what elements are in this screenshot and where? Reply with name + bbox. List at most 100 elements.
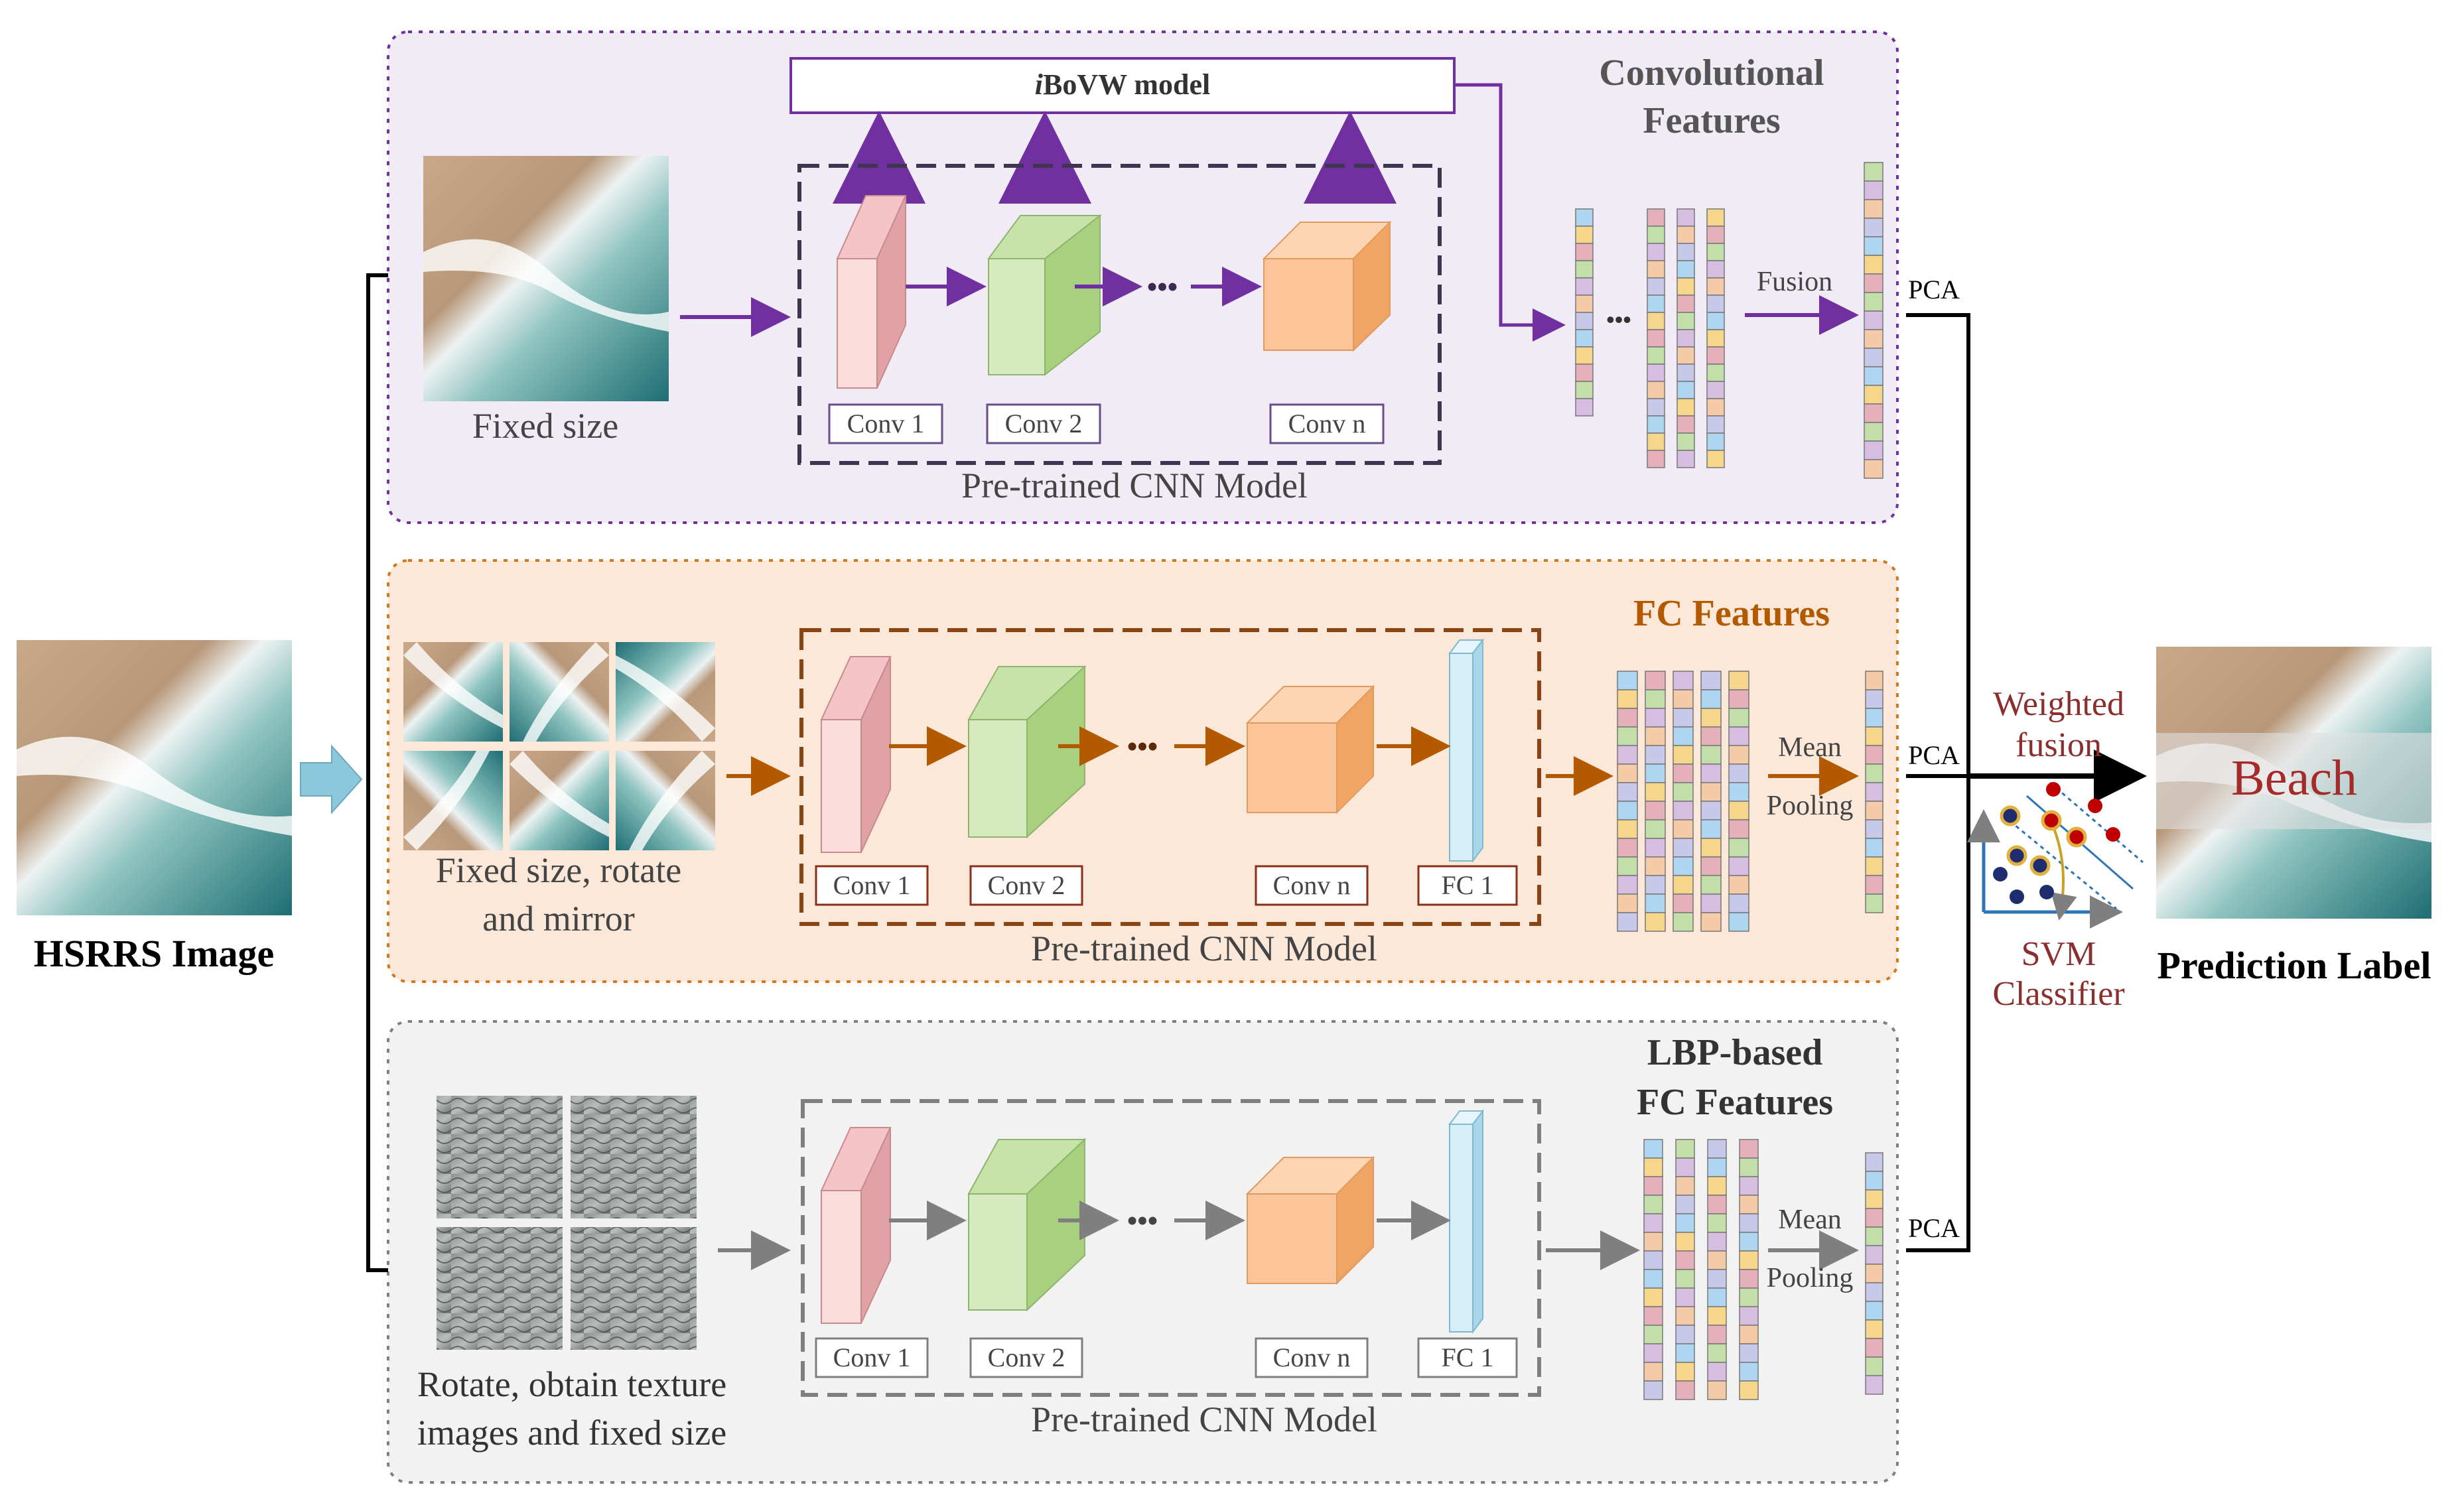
branch-bracket	[366, 273, 388, 1272]
fusion-label-line1: Weighted	[1993, 685, 2124, 723]
fc-vector-column	[1728, 671, 1749, 932]
lbp-model-label: Pre-trained CNN Model	[1031, 1400, 1377, 1439]
fc-vector-column	[1617, 671, 1638, 932]
lbp-layer-2-label-box	[969, 1337, 1083, 1378]
fc-input-caption-line2: and mirror	[482, 899, 634, 939]
fc-input-caption-line1: Fixed size, rotate	[436, 850, 681, 890]
fc-augmented-images	[403, 642, 715, 850]
conv-model-box	[797, 164, 1442, 465]
conv-vector-column	[1575, 208, 1594, 417]
lbp-feature-vectors	[1643, 1139, 1759, 1400]
conv-vector-column	[1647, 208, 1665, 468]
lbp-input-caption-line1: Rotate, obtain texture	[417, 1364, 726, 1404]
bovw-label: iBoVW model	[1035, 68, 1210, 101]
fc-layer-1-label-box	[815, 865, 929, 906]
lbp-pool-line1: Mean	[1778, 1205, 1842, 1235]
fc-layer-2-label: Conv 2	[988, 870, 1065, 900]
lbp-layer-1-label-box	[815, 1337, 929, 1378]
conv-vector-column	[1677, 208, 1695, 468]
fc-model-label: Pre-trained CNN Model	[1031, 929, 1377, 968]
lbp-conv-layer-n-block	[1245, 1155, 1375, 1285]
fc-vector-column	[1700, 671, 1722, 932]
fc-layer-fc-label: FC 1	[1442, 870, 1494, 900]
augmented-tile	[510, 751, 609, 850]
output-image	[2156, 647, 2431, 919]
lbp-layer-n-label-box	[1255, 1337, 1369, 1378]
panel-fc	[387, 559, 1899, 983]
fc-model-box	[799, 628, 1541, 926]
fc-pool-line1: Mean	[1778, 732, 1842, 763]
fusion-label-line2: fusion	[2016, 726, 2102, 764]
fc-fc-layer-block	[1448, 638, 1484, 863]
conv-layer-1-label-box	[828, 403, 943, 444]
lbp-pooled-vector	[1865, 1152, 1883, 1395]
lbp-ellipsis: •••	[1127, 1205, 1158, 1237]
bovw-connector	[1454, 83, 1566, 342]
lbp-layer-n-label: Conv n	[1273, 1342, 1351, 1372]
conv-layer-2-label: Conv 2	[1005, 409, 1083, 438]
augmented-tile	[616, 642, 715, 742]
fc-title: FC Features	[1633, 593, 1830, 634]
lbp-pca-label: PCA	[1908, 1213, 1960, 1243]
lbp-texture-images	[437, 1096, 697, 1350]
lbp-title-line2: FC Features	[1637, 1082, 1833, 1123]
lbp-layer-2-label: Conv 2	[988, 1342, 1065, 1372]
conv-layer-2-label-box	[986, 403, 1101, 444]
input-image	[17, 640, 292, 915]
lbp-vector-column	[1675, 1139, 1695, 1400]
lbp-vector-column	[1643, 1139, 1663, 1400]
panel-convolutional	[387, 31, 1899, 524]
conv-layer-n-label: Conv n	[1288, 409, 1366, 438]
fc-pca-label: PCA	[1908, 740, 1960, 770]
fc-conv-layer-n-block	[1245, 685, 1375, 815]
lbp-input-caption-line2: images and fixed size	[417, 1413, 726, 1453]
svm-label-line2: Classifier	[1992, 975, 2124, 1013]
conv-title-line1: Convolutional	[1599, 52, 1824, 94]
conv-pca-label: PCA	[1908, 275, 1960, 304]
lbp-layer-1-label: Conv 1	[833, 1342, 911, 1372]
input-label: HSRRS Image	[34, 932, 275, 975]
conv-title-line2: Features	[1643, 100, 1780, 141]
fc-conv-layer-1-block	[820, 656, 892, 853]
fc-feature-vectors	[1617, 671, 1749, 932]
conv-fused-vector	[1864, 162, 1883, 479]
augmented-tile	[616, 751, 715, 850]
lbp-conv-layer-2-block	[967, 1138, 1087, 1312]
conv-branch-input-image	[423, 156, 669, 401]
fc-pooled-vector	[1865, 671, 1883, 913]
lbp-fc-layer-block	[1448, 1109, 1484, 1334]
lbp-vector-column	[1707, 1139, 1727, 1400]
conv-layer-1-block	[836, 195, 907, 389]
fc-pooled-column	[1865, 671, 1883, 913]
conv-layer-2-block	[987, 214, 1102, 377]
lbp-layer-fc-label: FC 1	[1442, 1342, 1494, 1372]
lbp-conv-layer-1-block	[820, 1127, 892, 1324]
output-label: Prediction Label	[2157, 944, 2431, 987]
conv-feature-vectors	[1575, 208, 1725, 468]
pca-connector-conv	[1906, 313, 1970, 1252]
lbp-pool-line2: Pooling	[1767, 1263, 1854, 1293]
fc-ellipsis: •••	[1127, 730, 1158, 763]
fc-layer-n-label: Conv n	[1273, 870, 1351, 900]
fc-conv-layer-2-block	[967, 665, 1087, 839]
lbp-layer-fc-label-box	[1417, 1337, 1518, 1378]
fc-vector-column	[1673, 671, 1694, 932]
augmented-tile	[403, 751, 503, 850]
svm-label-line1: SVM	[2021, 935, 2096, 973]
conv-vector-dots: •••	[1606, 306, 1631, 333]
fc-layer-2-label-box	[969, 865, 1083, 906]
conv-ellipsis: •••	[1147, 271, 1178, 303]
conv-layer-n-label-box	[1269, 403, 1385, 444]
fc-vector-column	[1645, 671, 1666, 932]
conv-input-caption: Fixed size	[472, 406, 618, 446]
lbp-vector-column	[1739, 1139, 1759, 1400]
conv-layer-n-block	[1262, 220, 1392, 352]
fc-pool-line2: Pooling	[1767, 791, 1854, 821]
lbp-pooled-column	[1865, 1152, 1883, 1395]
fused-vector-column	[1864, 162, 1883, 479]
fc-layer-fc-label-box	[1417, 865, 1518, 906]
augmented-tile	[403, 642, 503, 742]
output-class-name: Beach	[2231, 750, 2357, 806]
lbp-model-box	[801, 1099, 1541, 1397]
